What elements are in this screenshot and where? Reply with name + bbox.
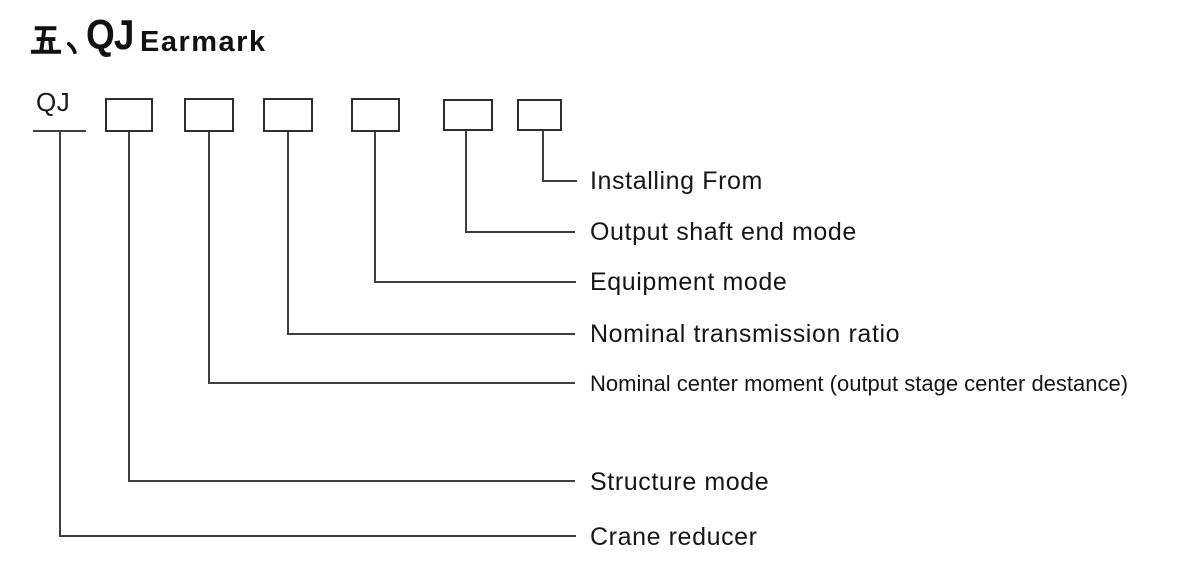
connector-structure-mode-horizontal bbox=[128, 480, 575, 482]
connector-center-moment-vertical bbox=[208, 132, 210, 384]
connector-transmission-ratio-horizontal bbox=[287, 333, 575, 335]
connector-structure-mode-vertical bbox=[128, 132, 130, 482]
connector-output-shaft-horizontal bbox=[465, 231, 575, 233]
field-box-nominal-center-moment bbox=[184, 98, 234, 132]
label-installing-form: Installing From bbox=[590, 167, 763, 195]
connector-installing-form-vertical bbox=[542, 131, 544, 181]
cjk-five-glyph bbox=[30, 26, 62, 54]
title-section-number: 五、 bbox=[0, 0, 1, 1]
label-nominal-transmission-ratio: Nominal transmission ratio bbox=[590, 320, 901, 348]
cjk-comma-glyph bbox=[66, 42, 77, 55]
connector-crane-reducer-horizontal bbox=[59, 535, 576, 537]
model-code-underline bbox=[33, 130, 86, 132]
title-code: QJ bbox=[86, 11, 134, 58]
connector-output-shaft-vertical bbox=[465, 131, 467, 232]
label-structure-mode: Structure mode bbox=[590, 468, 770, 496]
field-box-output-shaft-end-mode bbox=[443, 99, 493, 131]
label-nominal-center-moment: Nominal center moment (output stage cent… bbox=[590, 371, 1129, 396]
connector-installing-form-horizontal bbox=[542, 180, 577, 182]
field-box-equipment-mode bbox=[351, 98, 400, 132]
model-code-prefix: QJ bbox=[36, 87, 71, 117]
title-word: Earmark bbox=[140, 26, 267, 58]
connector-center-moment-horizontal bbox=[208, 382, 575, 384]
label-crane-reducer: Crane reducer bbox=[590, 523, 758, 551]
field-box-structure-mode bbox=[105, 98, 153, 132]
page-title: 五、 QJ Earmark bbox=[0, 0, 1185, 70]
field-box-installing-form bbox=[517, 99, 562, 131]
connector-transmission-ratio-vertical bbox=[287, 132, 289, 335]
connector-crane-reducer-vertical bbox=[59, 132, 61, 537]
connector-equipment-mode-vertical bbox=[374, 132, 376, 283]
connector-equipment-mode-horizontal bbox=[374, 281, 576, 283]
field-box-nominal-transmission-ratio bbox=[263, 98, 313, 132]
label-output-shaft-end-mode: Output shaft end mode bbox=[590, 218, 857, 246]
label-equipment-mode: Equipment mode bbox=[590, 268, 788, 296]
